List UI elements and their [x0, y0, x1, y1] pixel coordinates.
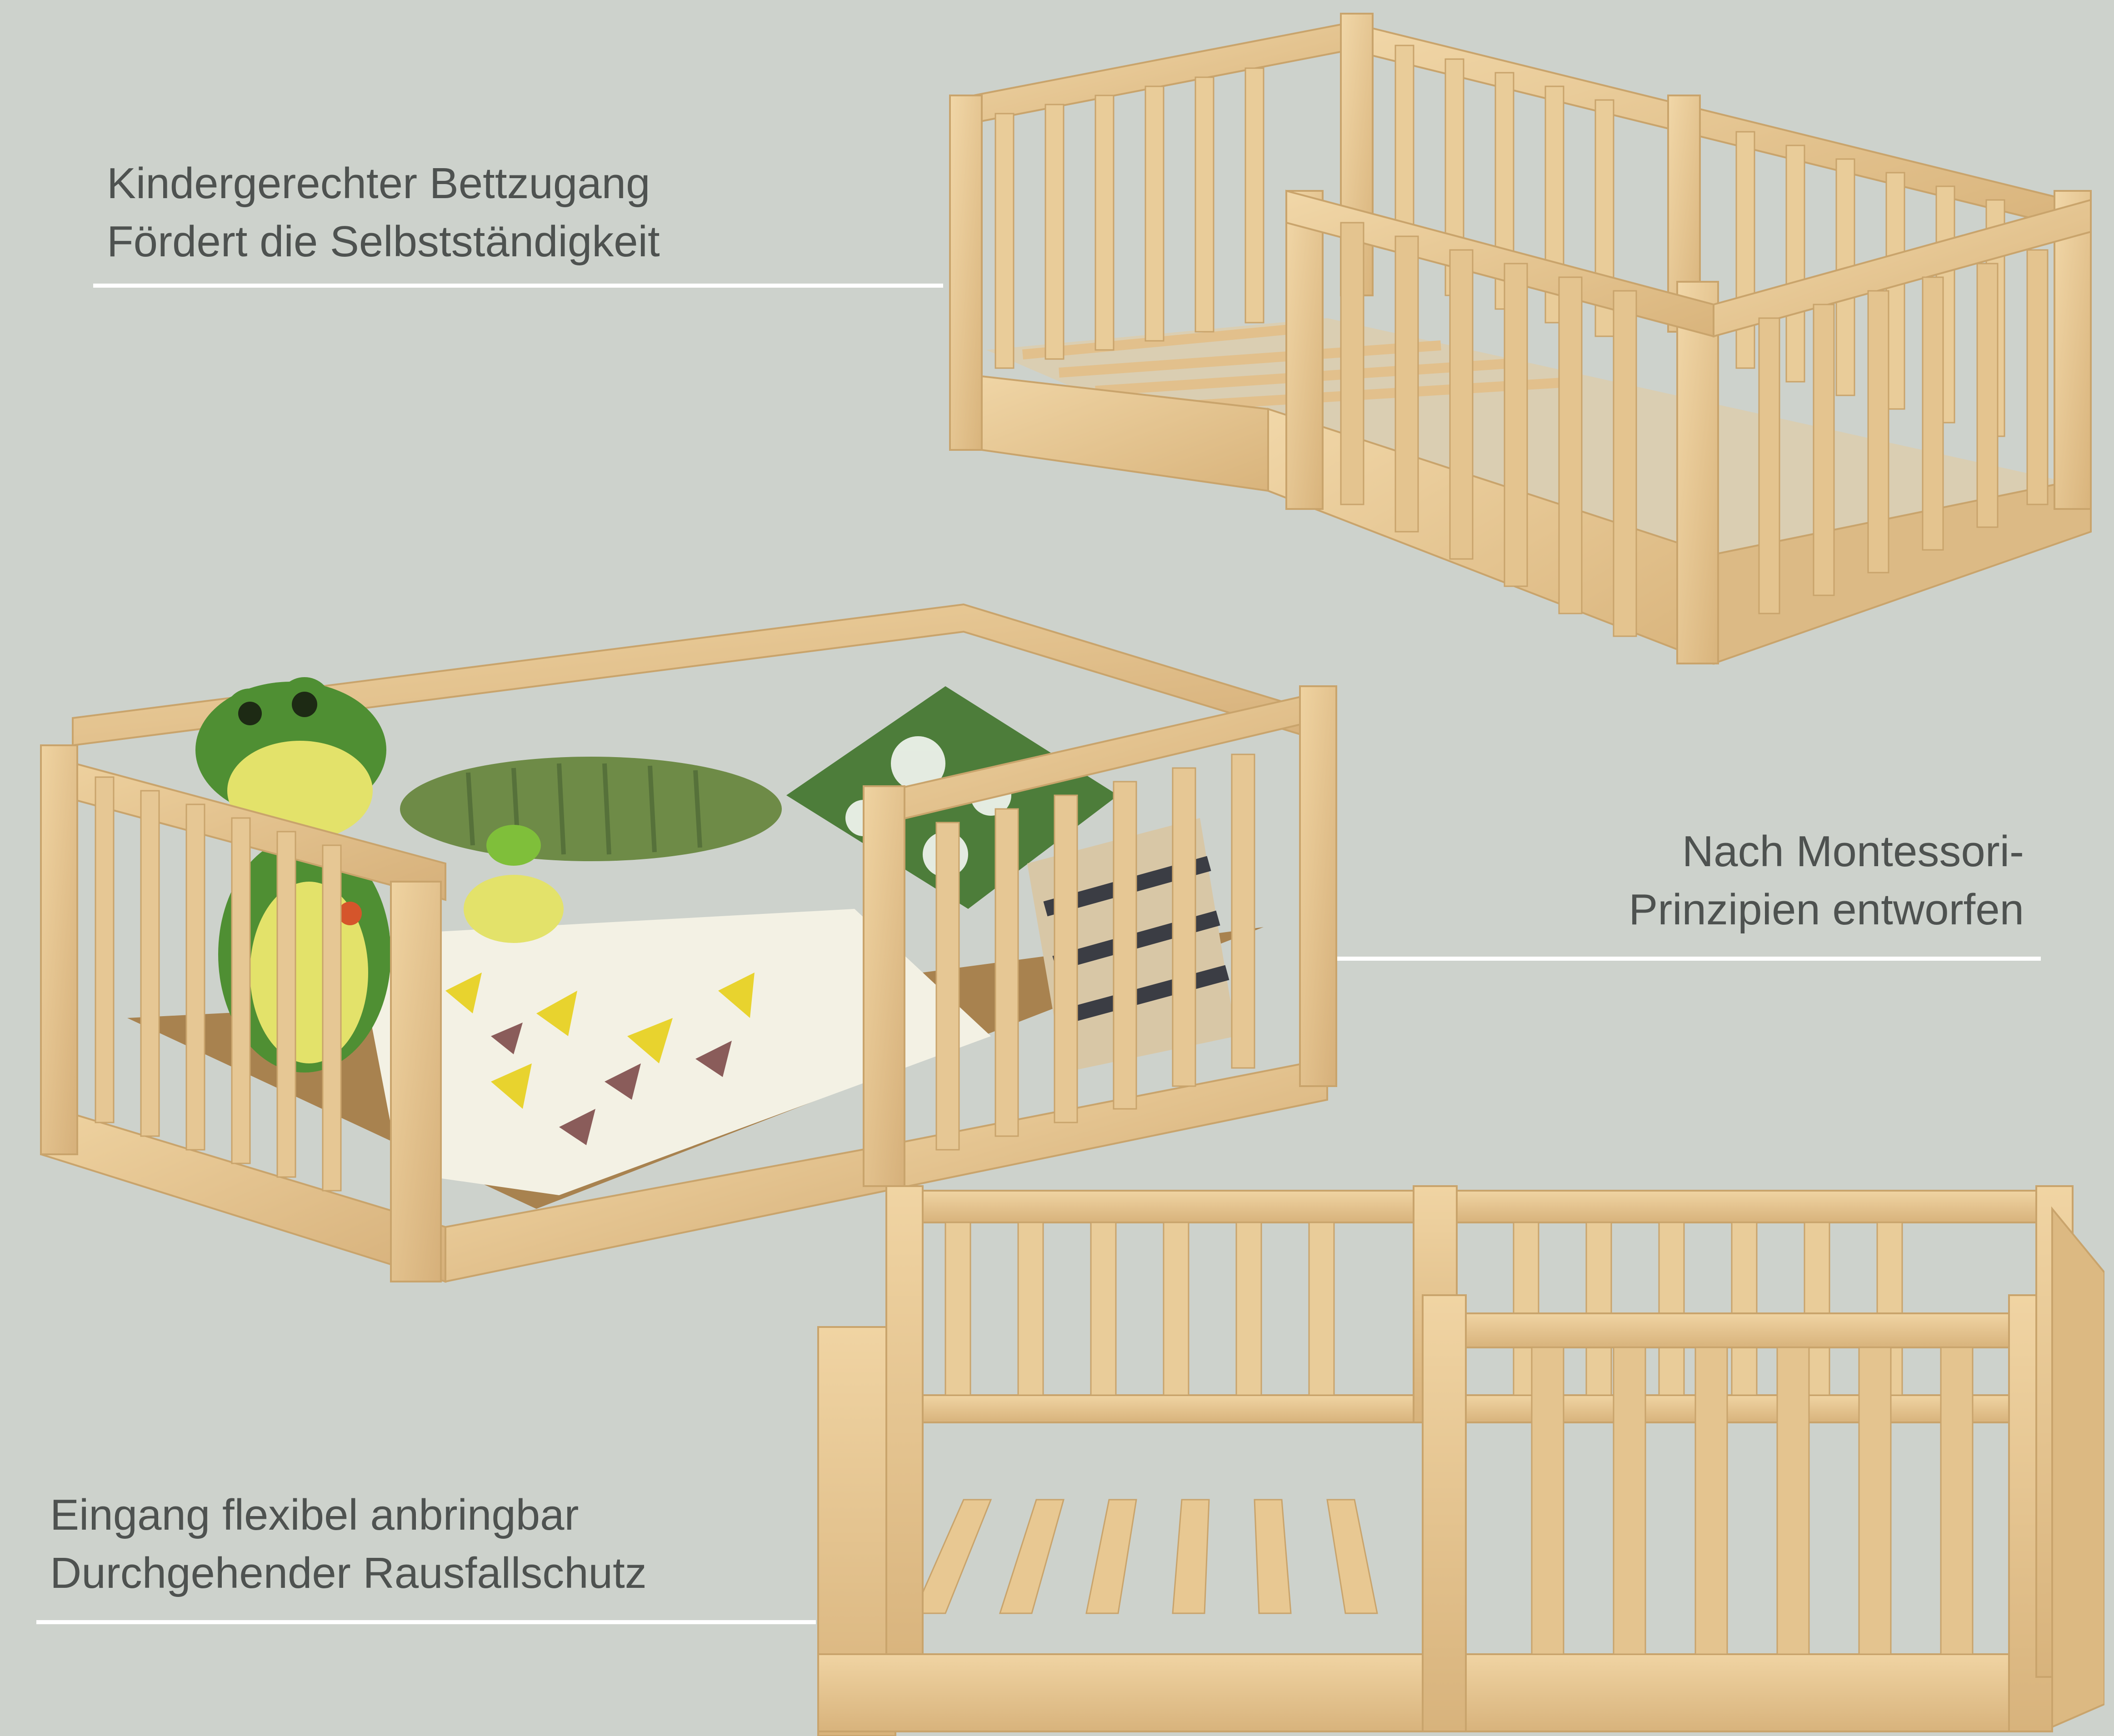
caption-top-line-1: Kindergerechter Bettzugang	[107, 159, 650, 208]
divider-top	[93, 284, 943, 288]
caption-middle-line-1: Nach Montessori-	[1682, 827, 2024, 876]
divider-middle	[1329, 957, 2041, 961]
floor-bed-image-bottom	[817, 1185, 2104, 1736]
caption-middle: Nach Montessori- Prinzipien entworfen	[1629, 823, 2024, 939]
floor-bed-image-top	[949, 13, 2092, 665]
floor-bed-image-middle	[40, 603, 1337, 1283]
caption-bottom-line-1: Eingang flexibel anbringbar	[50, 1491, 579, 1539]
caption-top-line-2: Fördert die Selbstständigkeit	[107, 217, 660, 266]
caption-bottom: Eingang flexibel anbringbar Durchgehende…	[50, 1486, 647, 1602]
divider-bottom	[36, 1620, 816, 1624]
caption-middle-line-2: Prinzipien entworfen	[1629, 885, 2024, 934]
caption-bottom-line-2: Durchgehender Rausfallschutz	[50, 1549, 647, 1597]
caption-top: Kindergerechter Bettzugang Fördert die S…	[107, 155, 660, 271]
